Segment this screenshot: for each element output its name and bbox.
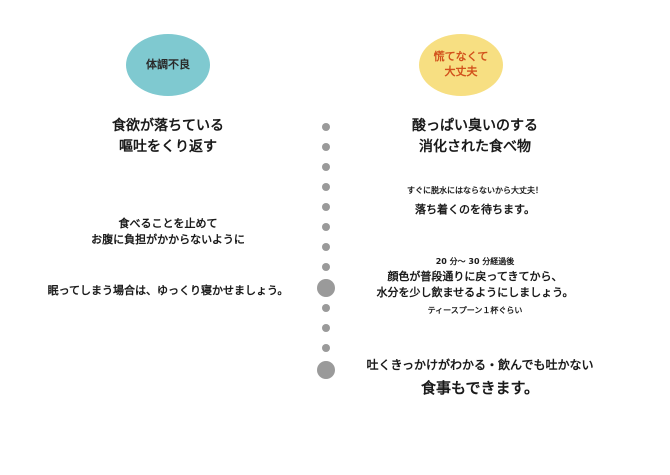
divider-dot: [322, 263, 330, 271]
left-advice: 食べることを止めて お腹に負担がかからないように: [68, 216, 268, 248]
left-symptom-line-2: 嘔吐をくり返す: [119, 139, 217, 155]
bottom-line-2: 食事もできます。: [421, 379, 539, 397]
left-advice-line-1: 食べることを止めて: [118, 217, 218, 230]
badge-no-worry: 慌てなくて 大丈夫: [419, 34, 503, 96]
right-symptom-line-2: 消化された食べ物: [419, 139, 531, 155]
divider-dot: [322, 143, 330, 151]
right-symptom-line-1: 酸っぱい臭いのする: [412, 118, 538, 134]
divider-dot: [322, 324, 330, 332]
left-symptom-line-1: 食欲が落ちている: [112, 118, 224, 134]
right-water-line-1: 顔色が普段通りに戻ってきてから、: [387, 270, 563, 283]
bottom-line-1: 吐くきっかけがわかる・飲んでも吐かない: [366, 358, 594, 372]
right-reassure-main: 落ち着くのを待ちます。: [415, 203, 535, 216]
badge-no-worry-line-1: 慌てなくて: [433, 50, 489, 64]
divider-dot-large: [317, 361, 335, 379]
badge-unwell-label: 体調不良: [146, 57, 190, 71]
right-reassure-small: すぐに脱水にはならないから大丈夫！: [407, 186, 543, 195]
right-amount-note: ティースプーン１杯ぐらい: [427, 306, 523, 315]
divider-dot: [322, 123, 330, 131]
divider-dot: [322, 304, 330, 312]
right-symptom-heading: 酸っぱい臭いのする 消化された食べ物: [390, 116, 560, 158]
badge-no-worry-line-2: 大丈夫: [444, 65, 478, 78]
divider-dot: [322, 243, 330, 251]
right-water-advice: 顔色が普段通りに戻ってきてから、 水分を少し飲ませるようにしましょう。: [365, 269, 585, 301]
divider-dot: [322, 223, 330, 231]
divider-dot-large: [317, 279, 335, 297]
left-sleep-note: 眠ってしまう場合は、ゆっくり寝かせましょう。: [47, 284, 289, 297]
left-symptom-heading: 食欲が落ちている 嘔吐をくり返す: [88, 116, 248, 158]
divider-dot: [322, 203, 330, 211]
badge-unwell: 体調不良: [126, 34, 210, 96]
right-water-line-2: 水分を少し飲ませるようにしましょう。: [376, 285, 574, 299]
right-wait-time: 20 分～ 30 分経過後: [435, 257, 515, 266]
divider-dot: [322, 344, 330, 352]
divider-dot: [322, 163, 330, 171]
divider-dot: [322, 183, 330, 191]
left-advice-line-2: お腹に負担がかからないように: [91, 232, 245, 246]
